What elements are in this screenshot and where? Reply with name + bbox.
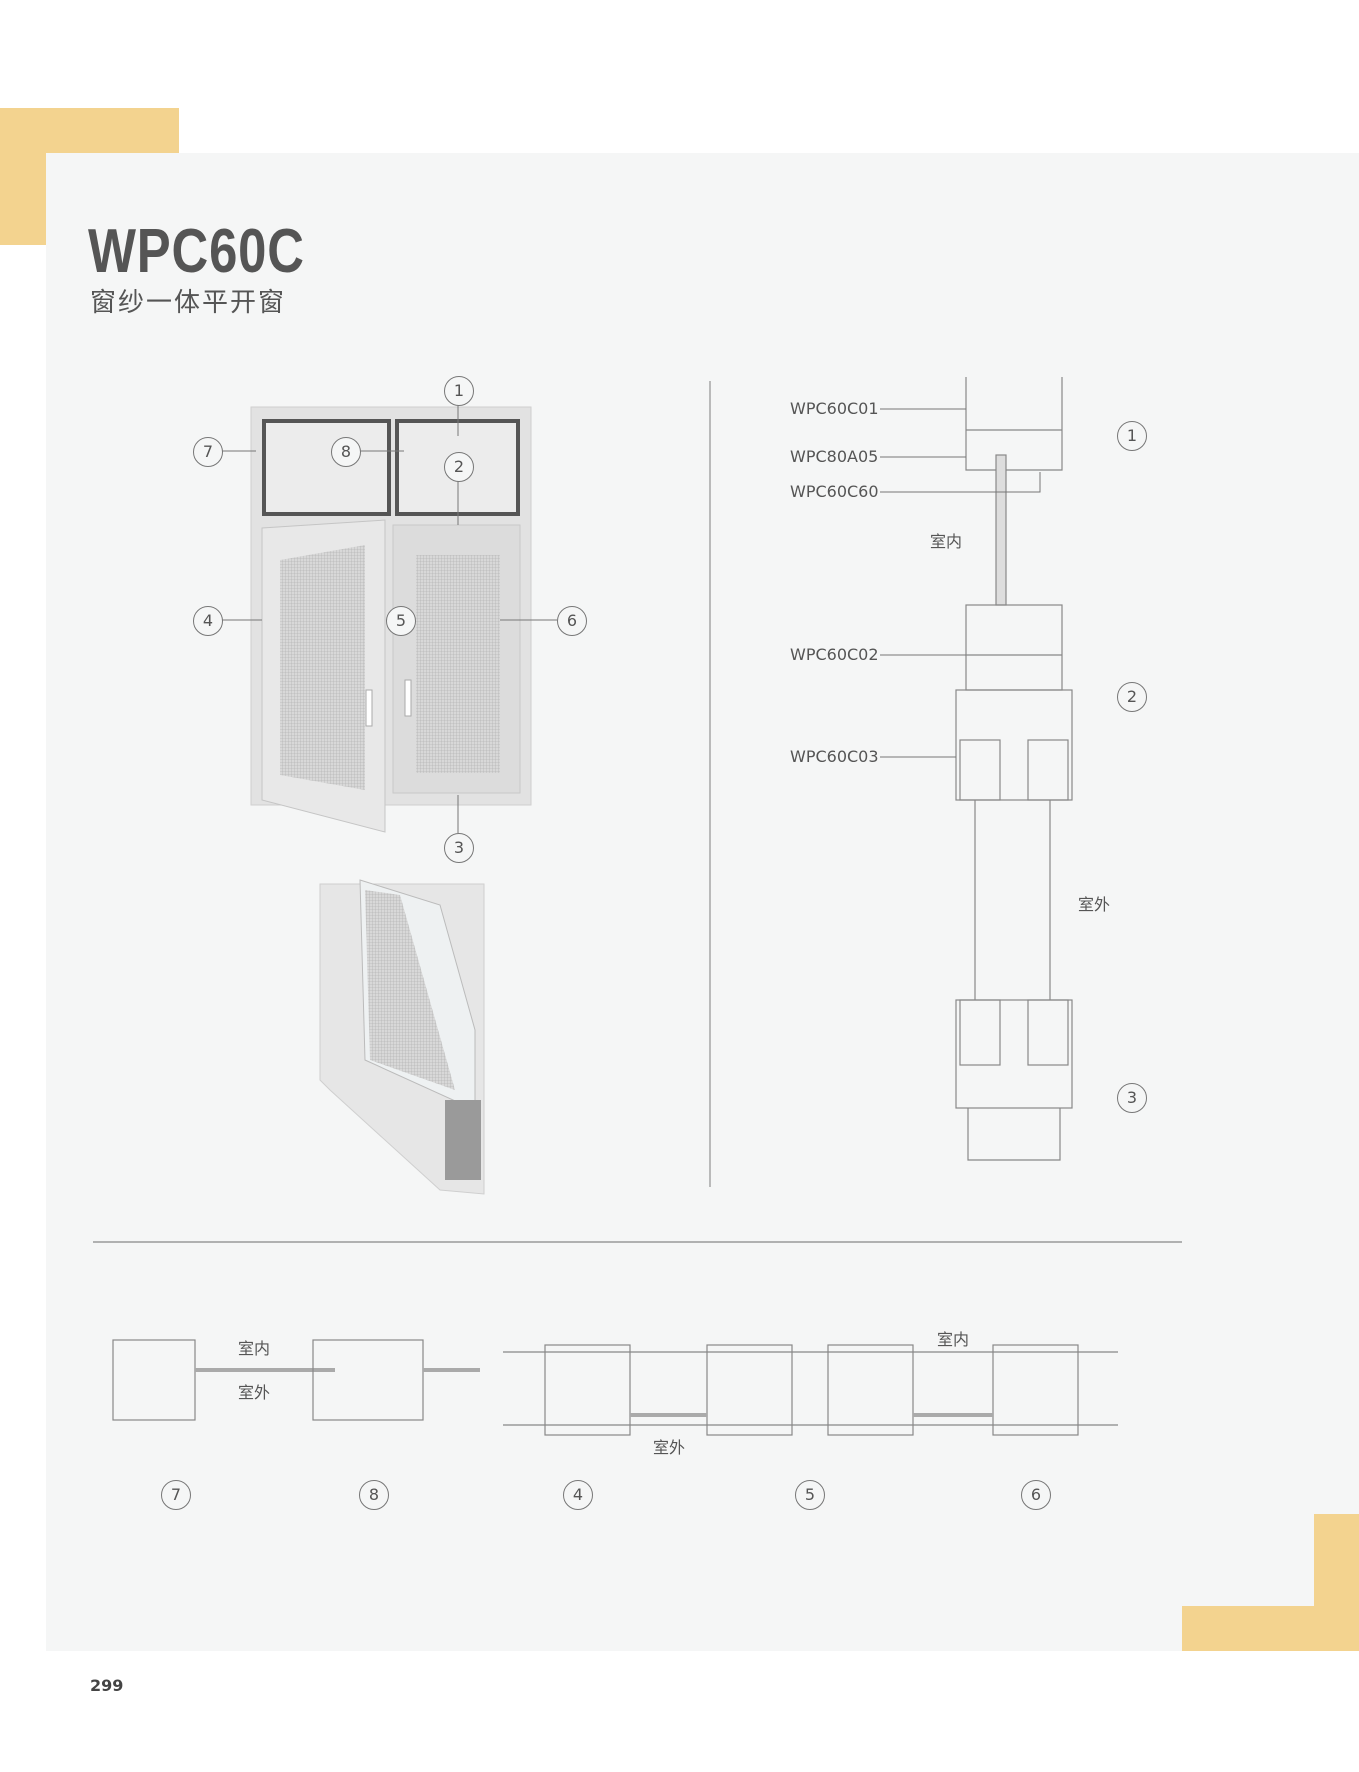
section-callout-2: 2 (1117, 682, 1147, 712)
callout-8: 8 (331, 437, 361, 467)
callout-6: 6 (557, 606, 587, 636)
profile-corner-illustration (319, 879, 485, 1195)
bottom-outdoor-left: 室外 (238, 1383, 271, 1402)
corner-accent-top-side (0, 108, 46, 245)
section-callout-3: 3 (1117, 1083, 1147, 1113)
label-wpc60c03: WPC60C03 (790, 747, 879, 766)
label-wpc60c01: WPC60C01 (790, 399, 879, 418)
label-wpc60c02: WPC60C02 (790, 645, 879, 664)
section-callout-1: 1 (1117, 421, 1147, 451)
callout-2: 2 (444, 452, 474, 482)
callout-3: 3 (444, 833, 474, 863)
callout-1: 1 (444, 376, 474, 406)
content-panel (46, 153, 1359, 1651)
label-outdoor: 室外 (1078, 895, 1111, 914)
corner-accent-bottom-side (1314, 1514, 1359, 1651)
bottom-callout-4: 4 (563, 1480, 593, 1510)
bottom-callout-8: 8 (359, 1480, 389, 1510)
bottom-callout-5: 5 (795, 1480, 825, 1510)
model-title: WPC60C (88, 217, 305, 286)
bottom-callout-6: 6 (1021, 1480, 1051, 1510)
section-leaders (880, 408, 1041, 758)
callout-5: 5 (386, 606, 416, 636)
callout-4: 4 (193, 606, 223, 636)
label-indoor: 室内 (930, 532, 963, 551)
horizontal-sections (112, 1339, 1118, 1436)
bottom-outdoor-right: 室外 (653, 1438, 686, 1457)
callout-7: 7 (193, 437, 223, 467)
bottom-callout-7: 7 (161, 1480, 191, 1510)
vertical-section (955, 377, 1073, 1161)
window-illustration (250, 406, 532, 833)
bottom-indoor-right: 室内 (937, 1330, 970, 1349)
bottom-indoor-left: 室内 (238, 1339, 271, 1358)
label-wpc80a05: WPC80A05 (790, 447, 879, 466)
page-number: 299 (90, 1676, 124, 1695)
model-subtitle: 窗纱一体平开窗 (90, 288, 287, 318)
label-wpc60c60: WPC60C60 (790, 482, 879, 501)
